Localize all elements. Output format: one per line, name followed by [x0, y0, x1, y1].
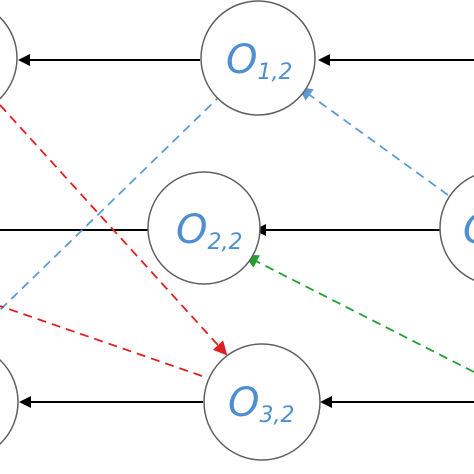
- node-o32-subscript: 3,2: [259, 403, 294, 428]
- node-right-mid-label: O: [463, 207, 474, 253]
- node-o22: O2,2: [147, 171, 261, 285]
- node-o12-label: O: [226, 37, 257, 83]
- node-o32-label: O: [228, 380, 259, 426]
- edge-blue-dashed-o12-to-left: [0, 93, 223, 311]
- node-o12: O1,2: [200, 0, 316, 116]
- node-left-top-partial: [0, 16, 18, 100]
- edge-green-dashed-offscreen-to-o22: [244, 255, 474, 373]
- edge-red-dashed-o32-to-left: [0, 305, 203, 377]
- node-o12-subscript: 1,2: [257, 60, 292, 85]
- edge-red-dashed-left-top-to-o32: [0, 104, 228, 356]
- svg-text:O3,2: O3,2: [228, 380, 294, 428]
- node-o22-subscript: 2,2: [207, 230, 242, 255]
- edge-blue-dashed-right-to-o12: [298, 86, 449, 196]
- svg-text:O2,2: O2,2: [176, 207, 242, 255]
- svg-text:O1,2: O1,2: [226, 37, 292, 85]
- node-left-bottom-partial: [0, 358, 19, 446]
- svg-text:O: O: [463, 207, 474, 253]
- node-o22-label: O: [176, 207, 207, 253]
- node-o32: O3,2: [203, 343, 321, 461]
- node-right-mid-partial: O: [439, 175, 474, 281]
